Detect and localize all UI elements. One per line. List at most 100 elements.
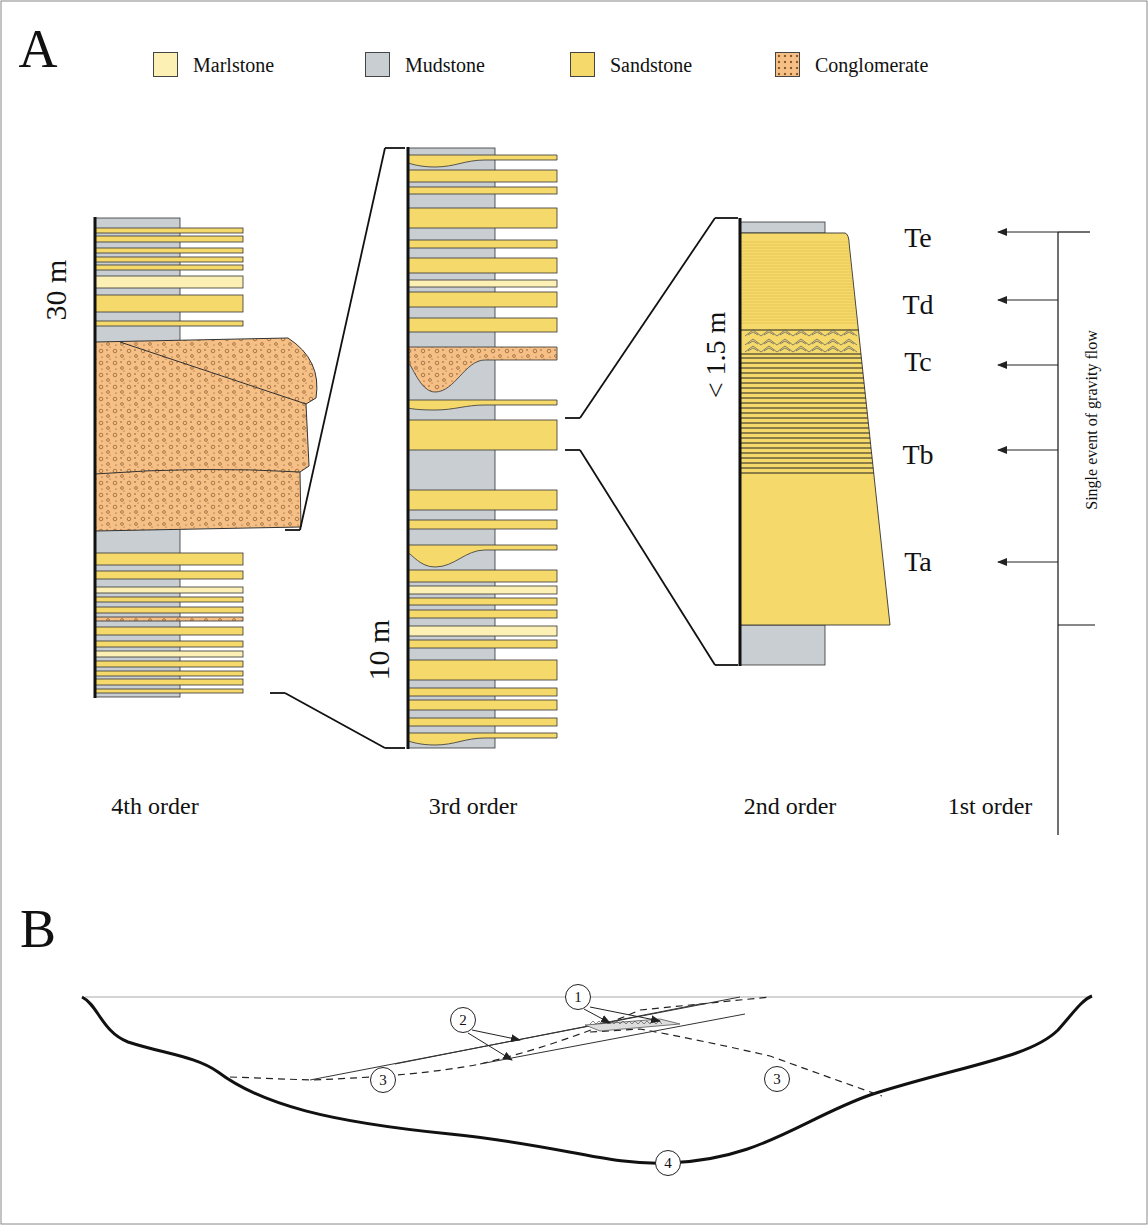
- order-label: 3rd order: [429, 793, 518, 819]
- bed: [408, 258, 557, 273]
- channel-lens: [408, 347, 557, 392]
- bed: [95, 679, 243, 685]
- bouma-division: Ta: [904, 547, 932, 578]
- leader-arrow: [472, 1030, 520, 1040]
- ripple-lamination: [841, 346, 857, 352]
- fan-unit: [480, 1014, 745, 1064]
- lamina: [740, 377, 864, 378]
- lamina: [740, 457, 872, 458]
- bed: [95, 671, 243, 676]
- basin-section: [82, 996, 1092, 1163]
- bed: [408, 700, 557, 710]
- callout-circle: 3: [764, 1066, 790, 1092]
- lamina: [741, 269, 851, 270]
- bed: [408, 187, 557, 194]
- scale-bar: [739, 218, 742, 666]
- bed: [408, 598, 557, 605]
- bed: [95, 651, 243, 657]
- division-arrow: [998, 562, 1058, 563]
- callout-circle: 4: [655, 1150, 681, 1176]
- panel-letter: B: [20, 900, 56, 959]
- division-arrow: [998, 365, 1058, 366]
- bed: [95, 607, 243, 613]
- lamina: [741, 299, 854, 300]
- bed: [408, 660, 557, 680]
- bouma-division: Td: [902, 290, 933, 321]
- ripple-lamination: [809, 346, 825, 352]
- lamina: [741, 263, 850, 264]
- lamina: [741, 317, 856, 318]
- lobe-texture: [656, 1021, 662, 1024]
- lobe-texture: [596, 1021, 602, 1024]
- lamina: [740, 417, 868, 418]
- log-4th-order: [95, 217, 317, 698]
- leader-arrow: [584, 1009, 610, 1023]
- lamina: [741, 245, 848, 246]
- lamina: [741, 260, 850, 261]
- fan-unit: [310, 997, 740, 1080]
- callout-number: 4: [664, 1156, 672, 1171]
- lamina: [740, 422, 868, 423]
- lobe-texture: [632, 1021, 638, 1024]
- lamina: [741, 281, 852, 282]
- callout-number: 3: [379, 1073, 387, 1088]
- bed: [95, 587, 243, 593]
- lamina: [741, 248, 849, 249]
- bed: [95, 627, 243, 635]
- ripple-lamination: [793, 330, 809, 336]
- lamina: [740, 372, 863, 373]
- lamina: [740, 467, 873, 468]
- lobe-texture: [626, 1021, 632, 1024]
- channel-lens: [408, 545, 557, 567]
- bed: [408, 688, 557, 696]
- lamina: [740, 447, 871, 448]
- lamina: [741, 302, 854, 303]
- lamina: [741, 290, 853, 291]
- legend-text: Mudstone: [405, 54, 485, 76]
- lamina: [741, 257, 850, 258]
- bracket-tick: [285, 529, 300, 531]
- lamina: [741, 314, 856, 315]
- bouma-division: Tc: [904, 347, 932, 378]
- bed: [408, 280, 557, 287]
- bed: [408, 170, 557, 182]
- lamina: [740, 353, 861, 354]
- ripple-lamination: [841, 339, 857, 345]
- ripple-lamination: [777, 346, 793, 352]
- lamina: [741, 266, 851, 267]
- lamina: [741, 296, 854, 297]
- lamina: [740, 432, 869, 433]
- lamina: [740, 357, 861, 358]
- system-boundary: [230, 997, 882, 1096]
- bed: [95, 265, 243, 270]
- thickness: 30 m: [39, 260, 72, 321]
- lamina: [741, 242, 848, 243]
- fan-unit: [395, 1004, 700, 1064]
- bed: [408, 208, 557, 228]
- bed: [408, 318, 557, 332]
- event-tick: [1058, 624, 1095, 625]
- bouma-division: Te: [904, 223, 932, 254]
- bracket-tick: [385, 747, 405, 749]
- bed: [95, 571, 243, 579]
- ripple-lamination: [825, 339, 841, 345]
- lamina: [741, 278, 852, 279]
- bed: [408, 570, 557, 582]
- lamina: [741, 272, 851, 273]
- bed: [408, 718, 557, 726]
- lamina: [740, 392, 865, 393]
- lamina: [740, 472, 874, 473]
- leader-arrow: [468, 1033, 512, 1060]
- lamina: [740, 402, 866, 403]
- channel-lens: [408, 155, 557, 167]
- lamina: [741, 275, 852, 276]
- lamina: [740, 437, 870, 438]
- callout-circle: 2: [450, 1007, 476, 1033]
- ripple-lamination: [745, 339, 761, 345]
- lamina: [741, 254, 849, 255]
- lamina: [740, 462, 873, 463]
- zoom-bracket: [300, 148, 385, 530]
- callout-circle: 3: [370, 1067, 396, 1093]
